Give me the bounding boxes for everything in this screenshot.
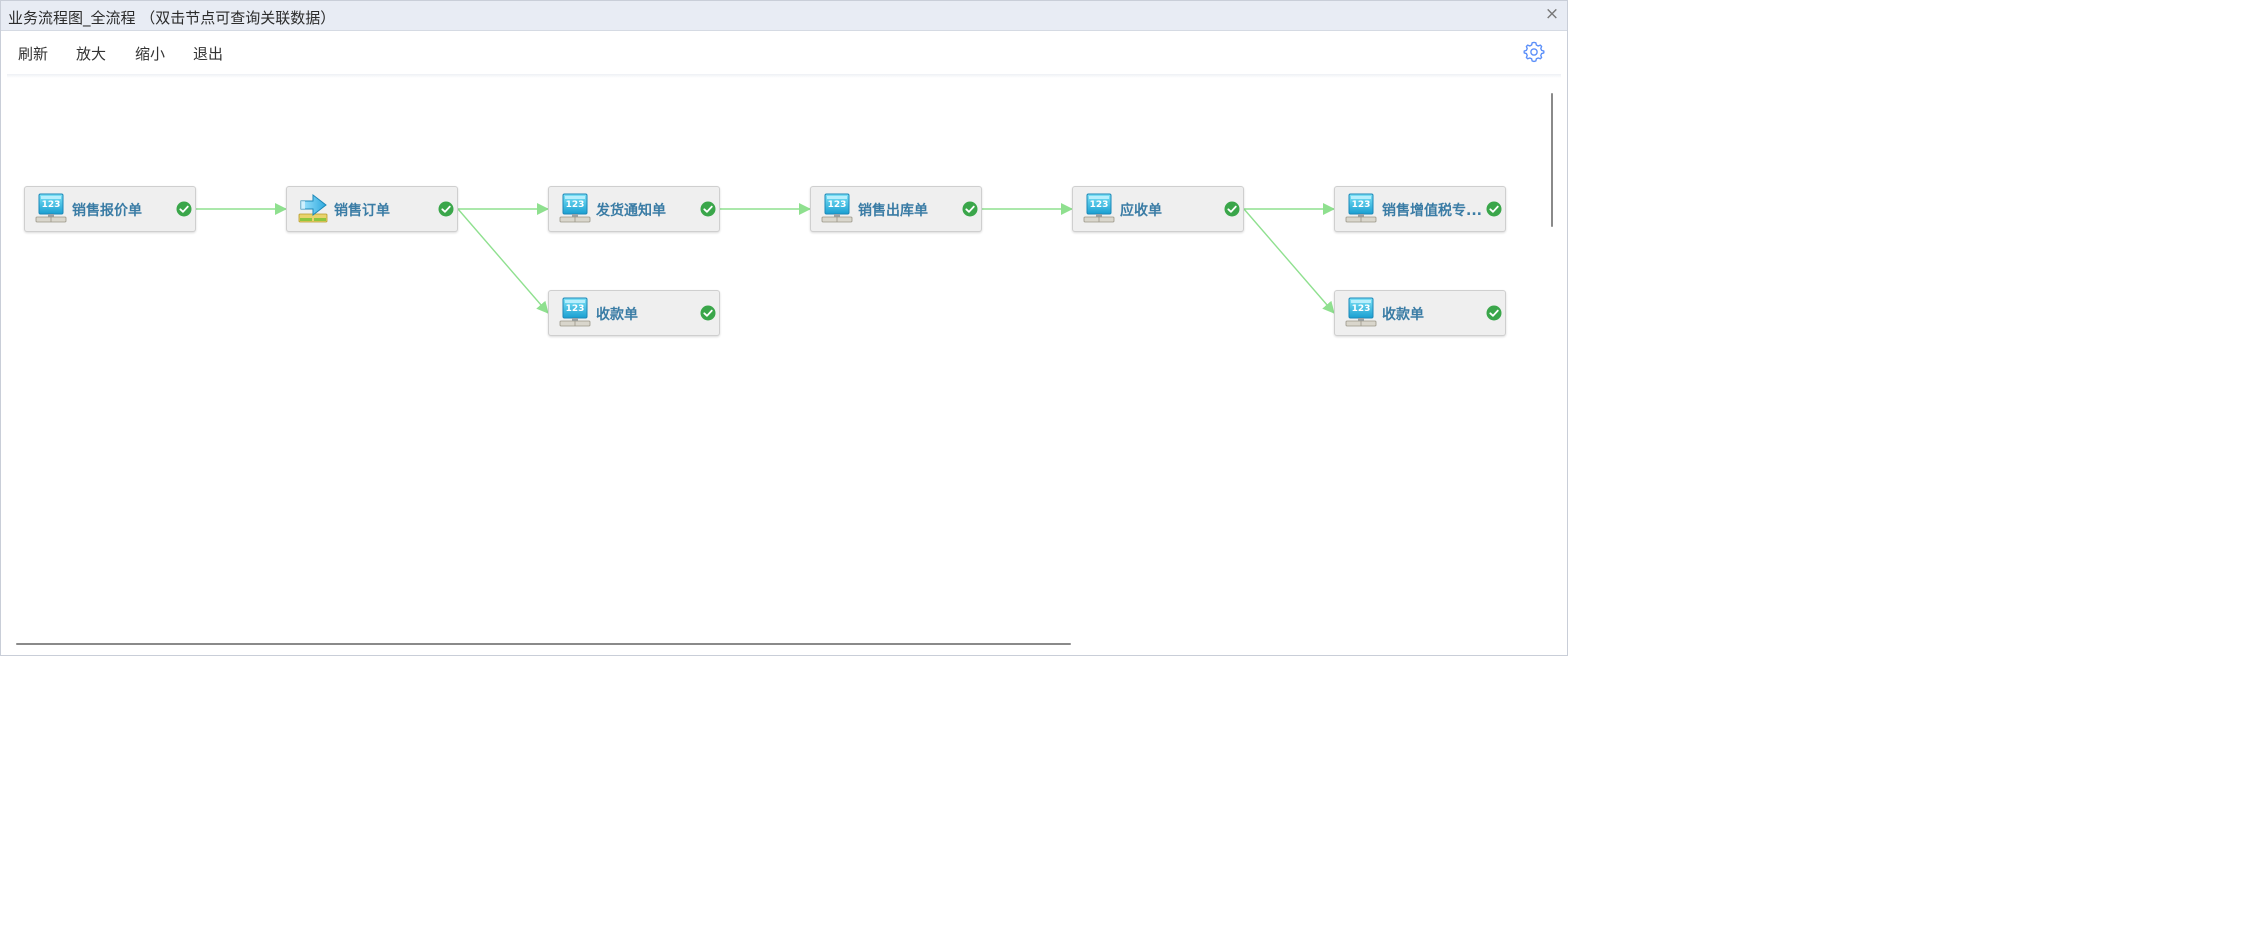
dialog-title: 业务流程图_全流程 （双击节点可查询关联数据） (8, 9, 336, 27)
dialog-window: 业务流程图_全流程 （双击节点可查询关联数据） × 刷新 放大 缩小 退出 销售… (0, 0, 1568, 656)
flow-node-receipt-2[interactable]: 收款单 (1334, 290, 1506, 336)
flow-edges (196, 203, 1335, 314)
vertical-scrollbar[interactable] (1551, 93, 1553, 227)
check-icon (176, 201, 192, 217)
check-icon (962, 201, 978, 217)
exit-button[interactable]: 退出 (193, 45, 224, 63)
flow-edge (1243, 208, 1335, 314)
zoom-in-button[interactable]: 放大 (76, 45, 107, 63)
check-icon (438, 201, 454, 217)
node-label: 销售报价单 (72, 203, 142, 219)
flow-node-receivable[interactable]: 应收单 (1072, 186, 1244, 232)
toolbar-divider (7, 74, 1561, 78)
check-icon (700, 305, 716, 321)
check-icon (700, 201, 716, 217)
document-computer-icon (821, 192, 853, 224)
document-computer-icon (1083, 192, 1115, 224)
check-icon (1486, 201, 1502, 217)
document-computer-icon (35, 192, 67, 224)
node-label: 销售增值税专... (1382, 203, 1482, 219)
node-label: 应收单 (1120, 203, 1162, 219)
document-computer-icon (1345, 296, 1377, 328)
document-computer-icon (1345, 192, 1377, 224)
flow-node-sales-outbound[interactable]: 销售出库单 (810, 186, 982, 232)
zoom-out-button[interactable]: 缩小 (135, 45, 166, 63)
node-label: 发货通知单 (596, 203, 666, 219)
document-computer-icon (559, 296, 591, 328)
check-icon (1486, 305, 1502, 321)
check-icon (1224, 201, 1240, 217)
refresh-button[interactable]: 刷新 (18, 45, 49, 63)
flow-node-sales-order[interactable]: 销售订单 (286, 186, 458, 232)
node-label: 收款单 (596, 307, 638, 323)
flow-edge (457, 208, 549, 314)
document-computer-icon (559, 192, 591, 224)
order-transfer-icon (297, 192, 329, 224)
node-label: 销售订单 (334, 203, 390, 219)
flow-node-delivery-notice[interactable]: 发货通知单 (548, 186, 720, 232)
toolbar: 刷新 放大 缩小 退出 (1, 31, 1567, 75)
close-icon[interactable]: × (1544, 4, 1560, 24)
node-label: 销售出库单 (858, 203, 928, 219)
flow-node-vat-invoice[interactable]: 销售增值税专... (1334, 186, 1506, 232)
flow-node-sales-quotation[interactable]: 销售报价单 (24, 186, 196, 232)
flow-canvas[interactable]: 销售报价单 销售订单 发货通知单 销售出库单 应收单 销售增值税专... (1, 79, 1567, 655)
title-bar[interactable]: 业务流程图_全流程 （双击节点可查询关联数据） × (1, 1, 1567, 31)
gear-icon[interactable] (1523, 41, 1545, 63)
node-label: 收款单 (1382, 307, 1424, 323)
horizontal-scrollbar[interactable] (16, 643, 1071, 645)
flow-node-receipt-1[interactable]: 收款单 (548, 290, 720, 336)
